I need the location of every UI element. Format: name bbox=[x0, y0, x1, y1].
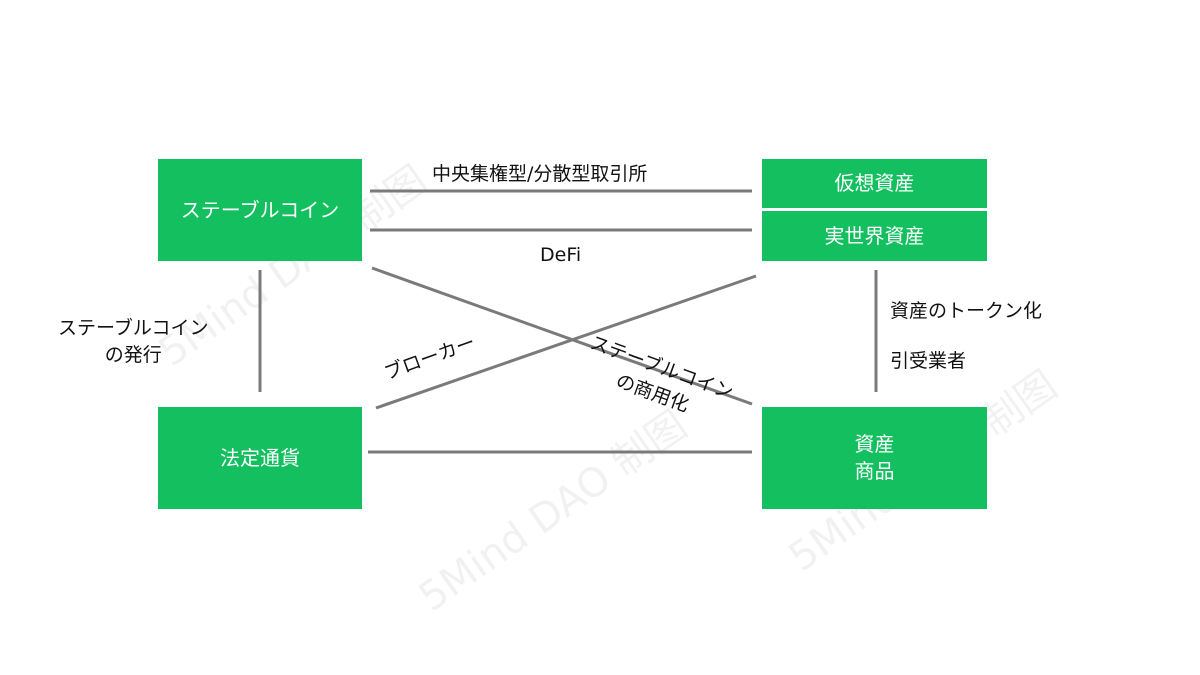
node-asset-goods: 資産 商品 bbox=[762, 407, 987, 509]
label-defi: DeFi bbox=[540, 244, 582, 266]
node-virtual-assets-label: 仮想資産 bbox=[834, 171, 915, 195]
node-fiat-label: 法定通貨 bbox=[220, 445, 300, 470]
node-asset-goods-line1: 資産 bbox=[854, 432, 895, 456]
label-underwriter: 引受業者 bbox=[890, 350, 967, 372]
node-fiat: 法定通貨 bbox=[158, 407, 362, 509]
label-tokenization: 資産のトークン化 bbox=[890, 300, 1043, 322]
node-stablecoin: ステーブルコイン bbox=[158, 159, 362, 261]
label-exchange: 中央集権型/分散型取引所 bbox=[432, 163, 648, 185]
line-stablecoin-asset-goods bbox=[371, 266, 753, 406]
label-issuance-line1: ステーブルコイン bbox=[58, 317, 209, 339]
node-stablecoin-label: ステーブルコイン bbox=[180, 197, 340, 222]
node-virtual-assets: 仮想資産 bbox=[762, 159, 987, 208]
node-real-world-assets: 実世界資産 bbox=[762, 211, 987, 261]
label-issuance-line2: の発行 bbox=[104, 344, 162, 366]
label-issuance: ステーブルコイン の発行 bbox=[58, 313, 208, 367]
node-real-world-assets-label: 実世界資産 bbox=[824, 223, 925, 248]
line-fiat-real-world-assets bbox=[375, 274, 757, 410]
node-asset-goods-line2: 商品 bbox=[854, 459, 895, 483]
